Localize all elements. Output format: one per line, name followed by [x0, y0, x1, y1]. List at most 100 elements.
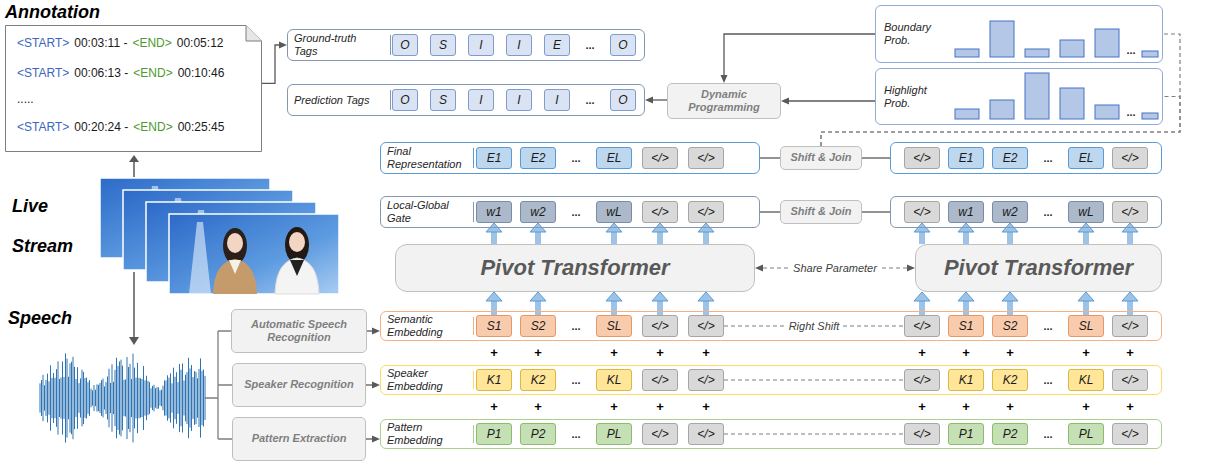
box-text: S2	[531, 319, 546, 333]
waveform-sample	[112, 364, 113, 431]
timestamp-text: <START>	[17, 120, 69, 134]
timestamp-text: <END>	[133, 66, 172, 80]
branch-line	[205, 331, 232, 439]
timestamp-text: .....	[17, 92, 34, 106]
box-text: E2	[1003, 151, 1018, 165]
waveform-sample	[199, 369, 200, 427]
token-cell: </>	[642, 201, 678, 223]
video-frame	[169, 214, 339, 294]
waveform-sample	[100, 383, 101, 413]
plus-sign: +	[1078, 400, 1094, 414]
box-text: </>	[1121, 373, 1138, 387]
flow-arrow	[1007, 301, 1013, 315]
waveform-sample	[164, 380, 165, 415]
token-cell: P1	[948, 423, 984, 445]
waveform-sample	[178, 382, 179, 414]
box-text: S2	[1003, 319, 1018, 333]
plus-sign: +	[486, 400, 502, 414]
box-text: K1	[487, 373, 502, 387]
token-cell: I	[506, 34, 532, 56]
host-jacket	[275, 258, 319, 294]
row-divider	[473, 371, 474, 389]
waveform-sample	[203, 369, 204, 426]
token-cell: </>	[688, 423, 724, 445]
transformer-block: Pivot Transformer	[915, 244, 1162, 292]
ellipsis: ...	[564, 197, 588, 227]
waveform-sample	[163, 386, 164, 411]
probability-bar	[990, 21, 1014, 57]
waveform-sample	[49, 381, 50, 414]
token-cell: K2	[992, 369, 1028, 391]
waveform-sample	[55, 378, 56, 418]
waveform-sample	[64, 377, 65, 419]
row-heading: Local-Global Gate	[387, 197, 465, 227]
token-cell: S2	[992, 315, 1028, 337]
token-cell: PL	[596, 423, 632, 445]
token-cell: wL	[1068, 201, 1104, 223]
annotation-line: .....	[17, 90, 34, 108]
speech-waveform	[40, 353, 205, 442]
waveform-sample	[106, 382, 107, 414]
plus-sign: +	[1122, 400, 1138, 414]
token-cell: </>	[904, 147, 940, 169]
connector	[366, 438, 372, 439]
waveform-sample	[149, 382, 150, 414]
waveform-sample	[124, 380, 125, 416]
flow-arrow	[919, 232, 925, 244]
connector	[760, 157, 780, 158]
token-cell: E2	[520, 147, 556, 169]
box-text: </>	[697, 373, 714, 387]
timestamp-text: 00:06:13 -	[74, 66, 128, 80]
waveform-sample	[196, 372, 197, 424]
box-text: Automatic Speech Recognition	[237, 318, 361, 344]
ellipsis: ...	[564, 143, 588, 173]
token-cell: I	[468, 89, 494, 111]
probability-bar	[1060, 40, 1084, 57]
probability-bars	[955, 21, 1158, 119]
box-text: </>	[1121, 427, 1138, 441]
annotation-line: <START>00:06:13 -<END>00:10:46	[17, 64, 224, 82]
connector	[760, 211, 780, 212]
token-cell: </>	[688, 369, 724, 391]
token-cell: </>	[642, 315, 678, 337]
probability-bar	[1142, 113, 1158, 119]
section-label: Annotation	[5, 0, 145, 24]
row-heading: Semantic Embedding	[387, 312, 465, 340]
flow-arrow	[657, 232, 663, 244]
timestamp-text: <START>	[17, 36, 69, 50]
token-cell: E1	[948, 147, 984, 169]
waveform-sample	[107, 376, 108, 419]
waveform-sample	[97, 384, 98, 411]
waveform-sample	[52, 378, 53, 418]
waveform-sample	[161, 390, 162, 407]
plus-sign: +	[486, 346, 502, 360]
box-text: w1	[958, 205, 973, 219]
waveform-sample	[116, 358, 117, 439]
box-text: Pattern Extraction	[252, 432, 347, 445]
waveform-sample	[74, 367, 75, 429]
token-cell: SL	[596, 315, 632, 337]
waveform-sample	[77, 367, 78, 428]
process-box: Shift & Join	[780, 146, 862, 170]
flow-arrow	[535, 301, 541, 315]
probability-bar	[990, 100, 1014, 119]
waveform-sample	[56, 369, 57, 427]
token-cell: </>	[642, 369, 678, 391]
waveform-sample	[142, 379, 143, 417]
section-label: Speech	[8, 306, 108, 330]
connector	[862, 157, 890, 158]
box-text: </>	[1121, 205, 1138, 219]
box-text: </>	[651, 205, 668, 219]
plus-sign: +	[652, 400, 668, 414]
waveform-sample	[98, 385, 99, 411]
token-cell: P2	[520, 423, 556, 445]
box-text: K2	[531, 373, 546, 387]
plus-sign: +	[958, 346, 974, 360]
ellipsis: ...	[1036, 143, 1060, 173]
token-cell: </>	[688, 315, 724, 337]
box-text: E2	[531, 151, 546, 165]
waveform-sample	[139, 378, 140, 418]
token-cell: P2	[992, 423, 1028, 445]
token-cell: S	[430, 89, 456, 111]
host-shirt	[229, 260, 241, 274]
